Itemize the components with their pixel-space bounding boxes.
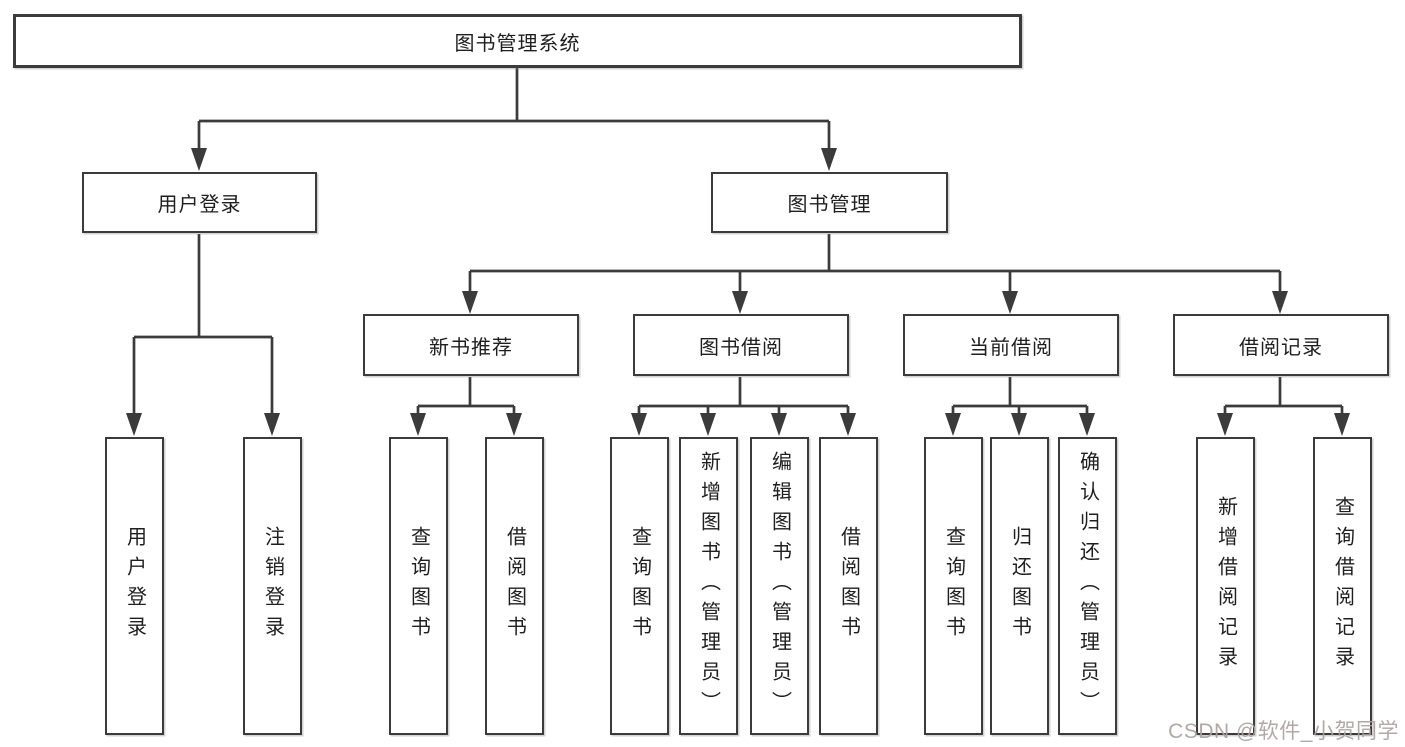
- arrowhead: [506, 413, 522, 436]
- csdn-watermark: CSDN @软件_小贺同学: [1168, 720, 1399, 743]
- node-user-login: 用户登录: [82, 172, 317, 233]
- arrowhead: [631, 413, 647, 436]
- node-leaf-query-books-borrowing: 查询图书: [610, 437, 669, 735]
- arrowhead: [732, 291, 748, 314]
- arrowhead: [945, 413, 961, 436]
- node-label: 注销登录: [261, 526, 284, 646]
- node-book-management: 图书管理: [711, 172, 948, 233]
- node-label: 确认归还（管理员）: [1076, 451, 1099, 721]
- arrowhead: [1272, 291, 1288, 314]
- connector-userlogin-to-leaves: [132, 234, 274, 415]
- node-leaf-logout: 注销登录: [243, 437, 302, 735]
- node-borrowing-records: 借阅记录: [1173, 314, 1389, 376]
- node-leaf-borrow-books: 借阅图书: [819, 437, 878, 735]
- node-label: 用户登录: [157, 194, 242, 216]
- connector-borrowing-to-leaves: [637, 377, 850, 415]
- node-new-book-recommendation: 新书推荐: [363, 314, 579, 376]
- node-leaf-add-borrow-record: 新增借阅记录: [1196, 437, 1255, 735]
- arrowhead: [1079, 413, 1095, 436]
- arrowhead: [771, 413, 787, 436]
- node-leaf-confirm-return-admin: 确认归还（管理员）: [1058, 437, 1117, 735]
- node-book-borrowing: 图书借阅: [633, 314, 849, 376]
- node-label: 图书借阅: [699, 336, 783, 359]
- node-library-management-system: 图书管理系统: [13, 14, 1022, 68]
- connector-current-to-leaves: [951, 377, 1089, 415]
- arrowhead: [1334, 413, 1350, 436]
- node-label: 新增借阅记录: [1214, 496, 1237, 676]
- node-label: 图书管理: [787, 194, 872, 216]
- arrowhead: [1011, 413, 1027, 436]
- node-leaf-borrow-books-recommend: 借阅图书: [485, 437, 544, 735]
- node-label: 用户登录: [123, 526, 146, 646]
- arrowhead: [410, 413, 426, 436]
- connector-newbooks-to-leaves: [416, 377, 516, 415]
- node-label: 查询图书: [628, 526, 651, 646]
- arrowhead: [840, 413, 856, 436]
- node-label: 归还图书: [1008, 526, 1031, 646]
- arrowhead: [1002, 291, 1018, 314]
- arrowhead: [462, 291, 478, 314]
- node-leaf-add-books-admin: 新增图书（管理员）: [679, 437, 738, 735]
- node-label: 借阅图书: [503, 526, 526, 646]
- connector-root-to-level2: [197, 68, 831, 150]
- connector-bookmgmt-to-level3: [468, 234, 1282, 295]
- node-label: 查询图书: [407, 526, 430, 646]
- node-label: 新书推荐: [429, 336, 513, 359]
- node-label: 查询借阅记录: [1331, 496, 1354, 676]
- node-leaf-user-login: 用户登录: [105, 437, 164, 735]
- node-label: 图书管理系统: [454, 32, 581, 55]
- node-leaf-query-borrow-record: 查询借阅记录: [1313, 437, 1372, 735]
- node-leaf-return-books: 归还图书: [990, 437, 1049, 735]
- node-leaf-edit-books-admin: 编辑图书（管理员）: [750, 437, 809, 735]
- node-label: 借阅图书: [837, 526, 860, 646]
- node-leaf-query-books-current: 查询图书: [924, 437, 983, 735]
- node-label: 查询图书: [942, 526, 965, 646]
- arrowhead: [264, 413, 280, 436]
- arrowhead: [191, 148, 207, 171]
- node-label: 新增图书（管理员）: [697, 451, 720, 721]
- node-current-borrowing: 当前借阅: [903, 314, 1119, 376]
- arrowhead: [126, 413, 142, 436]
- node-label: 借阅记录: [1239, 336, 1323, 359]
- node-label: 编辑图书（管理员）: [768, 451, 791, 721]
- arrowhead: [821, 148, 837, 171]
- node-label: 当前借阅: [969, 336, 1053, 359]
- connector-records-to-leaves: [1223, 377, 1344, 415]
- arrowhead: [1217, 413, 1233, 436]
- node-leaf-query-books-recommend: 查询图书: [389, 437, 448, 735]
- arrowhead: [700, 413, 716, 436]
